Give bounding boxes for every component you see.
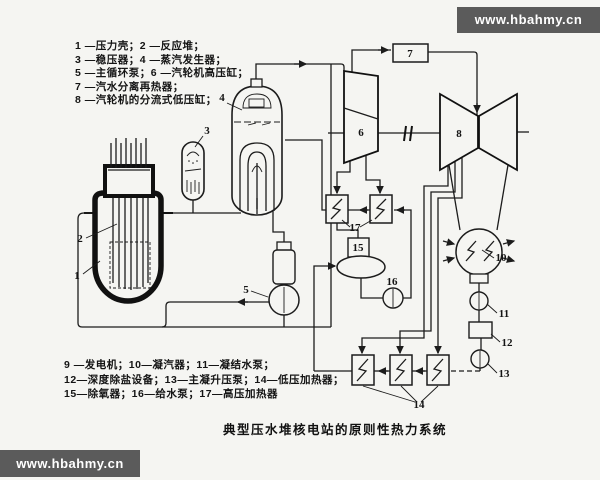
label-15: 15 <box>353 242 365 254</box>
feedwater-piping <box>285 139 412 299</box>
label-13: 13 <box>499 368 511 380</box>
label-8: 8 <box>456 128 462 140</box>
legend-top-line: 8 —汽轮机的分流式低压缸； <box>75 94 217 106</box>
legend-bottom-line: 15—除氧器；16—给水泵；17—高压加热器 <box>64 388 279 400</box>
legend-top-line: 5 —主循环泵；6 —汽轮机高压缸； <box>75 67 249 79</box>
label-4: 4 <box>219 92 225 104</box>
condensate-pump <box>469 291 489 311</box>
label-5: 5 <box>243 284 249 296</box>
main-coolant-pump <box>268 241 300 316</box>
condensate-piping <box>313 262 482 375</box>
label-17: 17 <box>350 222 362 234</box>
legend-top-line: 1 —压力壳；2 —反应堆； <box>75 40 205 52</box>
booster-pump <box>470 349 490 369</box>
reactor-vessel <box>92 138 164 304</box>
label-10: 10 <box>496 252 508 264</box>
lp-heater-2 <box>389 354 413 386</box>
diagram-caption: 典型压水堆核电站的原则性热力系统 <box>222 423 447 437</box>
label-2: 2 <box>77 233 83 245</box>
demineralizer <box>468 321 493 339</box>
legend-top: 1 —压力壳；2 —反应堆； 3 —稳压器；4 —蒸汽发生器； 5 —主循环泵；… <box>75 40 249 108</box>
label-6: 6 <box>358 127 364 139</box>
extraction-piping <box>333 156 463 355</box>
label-7: 7 <box>407 48 413 60</box>
steam-generator <box>231 78 283 216</box>
label-11: 11 <box>499 308 509 320</box>
label-14: 14 <box>414 399 426 411</box>
pressurizer <box>181 141 205 201</box>
hp-heater-2 <box>369 194 393 224</box>
component-labels: 1 2 3 4 5 6 7 8 10 11 12 13 14 15 16 17 <box>74 48 513 411</box>
fuel-rods <box>109 198 151 290</box>
feedwater-pump <box>382 287 404 309</box>
label-3: 3 <box>204 125 210 137</box>
shaft-coupling <box>403 125 413 142</box>
legend-bottom-line: 12—深度除盐设备；13—主凝升压泵；14—低压加热器； <box>64 373 345 386</box>
legend-bottom-line: 9 —发电机；10—凝汽器；11—凝结水泵； <box>64 359 275 371</box>
moisture-separator-reheater <box>392 43 429 63</box>
control-rods <box>108 138 150 171</box>
lp-heater-1 <box>351 354 375 386</box>
label-12: 12 <box>502 337 514 349</box>
legend-top-line: 7 —汽水分离再热器； <box>75 80 184 93</box>
legend-top-line: 3 —稳压器；4 —蒸汽发生器； <box>75 53 227 66</box>
deaerator <box>336 237 386 279</box>
condenser <box>442 228 516 284</box>
hp-turbine <box>343 69 379 165</box>
watermark-bottom-left: www.hbahmy.cn <box>0 450 140 477</box>
hp-heater-1 <box>325 194 349 224</box>
sg-steam-separator <box>242 93 272 109</box>
lp-turbine <box>439 92 518 231</box>
steam-piping <box>255 46 529 134</box>
watermark-top-right: www.hbahmy.cn <box>457 7 600 33</box>
lp-heater-3 <box>426 354 450 386</box>
label-1: 1 <box>74 270 80 282</box>
label-16: 16 <box>387 276 399 288</box>
legend-bottom: 9 —发电机；10—凝汽器；11—凝结水泵； 12—深度除盐设备；13—主凝升压… <box>64 358 344 402</box>
